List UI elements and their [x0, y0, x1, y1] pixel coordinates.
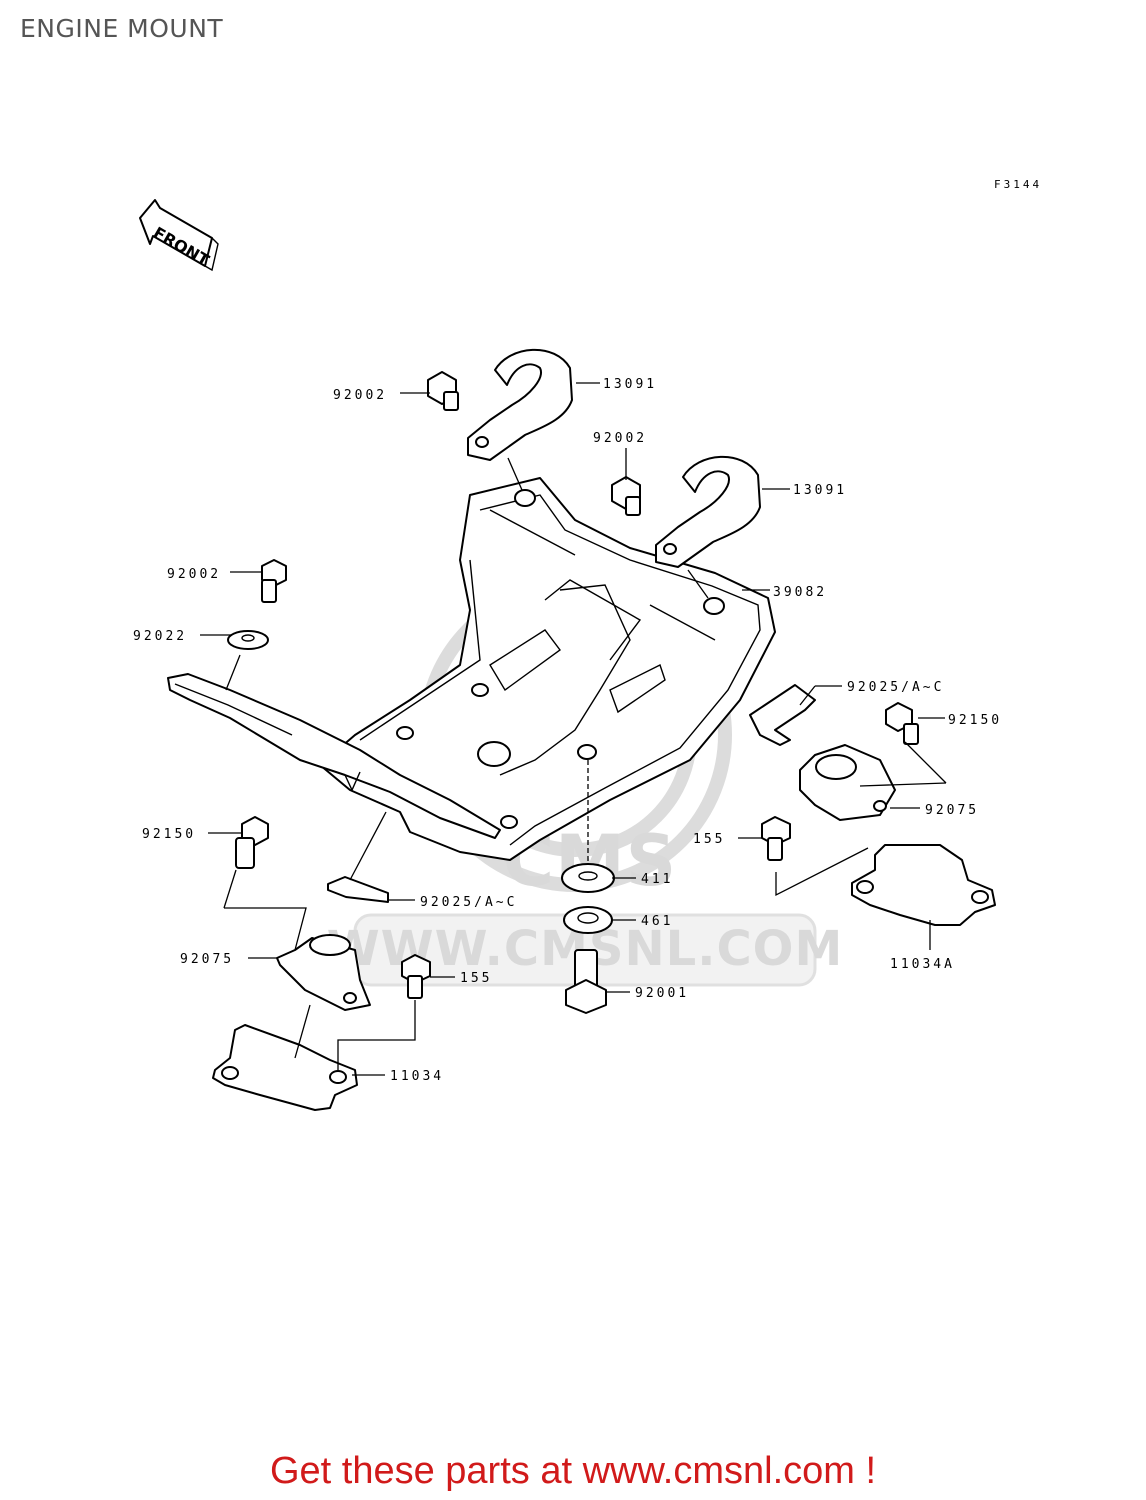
bolt-155-right: [761, 816, 791, 861]
label-92025-upper: 92025/A~C: [847, 680, 944, 695]
label-39082: 39082: [773, 585, 827, 600]
label-92002-c: 92002: [167, 567, 221, 582]
lock-washer-461: [563, 906, 613, 934]
lower-rail: [167, 673, 501, 839]
bolt-92002-c: [261, 559, 287, 603]
bolt-155-left: [401, 954, 431, 999]
label-92025-lower: 92025/A~C: [420, 895, 517, 910]
rubber-mount-92075-left: [276, 934, 371, 1011]
engine-bracket-39082: [319, 477, 776, 861]
page-title: ENGINE MOUNT: [20, 14, 224, 43]
label-411: 411: [641, 872, 673, 887]
washer-92022: [227, 630, 269, 650]
front-arrow-icon: FRONT: [139, 199, 219, 272]
rubber-mount-92075-right: [799, 744, 896, 821]
part-labels: 13091 92002 92002 13091 39082 92002 9202…: [133, 377, 1002, 1084]
bracket-11034A: [851, 844, 996, 926]
bolt-92150-left: [235, 816, 269, 869]
label-11034: 11034: [390, 1069, 444, 1084]
label-155-right: 155: [693, 832, 725, 847]
label-92002-b: 92002: [593, 431, 647, 446]
label-13091-a: 13091: [603, 377, 657, 392]
bracket-11034: [212, 1024, 358, 1111]
label-13091-b: 13091: [793, 483, 847, 498]
label-461: 461: [641, 914, 673, 929]
shim-92025-lower: [327, 876, 389, 903]
label-11034A: 11034A: [890, 957, 955, 972]
clamp-13091-lower: [655, 455, 761, 568]
label-92075-left: 92075: [180, 952, 234, 967]
figure-code: F3144: [994, 178, 1043, 191]
label-92150-left: 92150: [142, 827, 196, 842]
bolt-92002-a: [427, 371, 459, 411]
washer-411: [561, 863, 615, 893]
label-92002-a: 92002: [333, 388, 387, 403]
leader-lines: [200, 382, 947, 1076]
label-92150-right: 92150: [948, 713, 1002, 728]
label-92075-right: 92075: [925, 803, 979, 818]
bolt-92002-b: [611, 476, 641, 516]
shim-92025-upper: [749, 684, 816, 746]
footer-link[interactable]: Get these parts at www.cmsnl.com !: [269, 1450, 877, 1492]
bolt-92001: [565, 949, 607, 1014]
label-92022: 92022: [133, 629, 187, 644]
bolt-92150-right: [885, 702, 919, 745]
clamp-13091-upper: [467, 348, 573, 461]
label-92001: 92001: [635, 986, 689, 1001]
label-155-left: 155: [460, 971, 492, 986]
